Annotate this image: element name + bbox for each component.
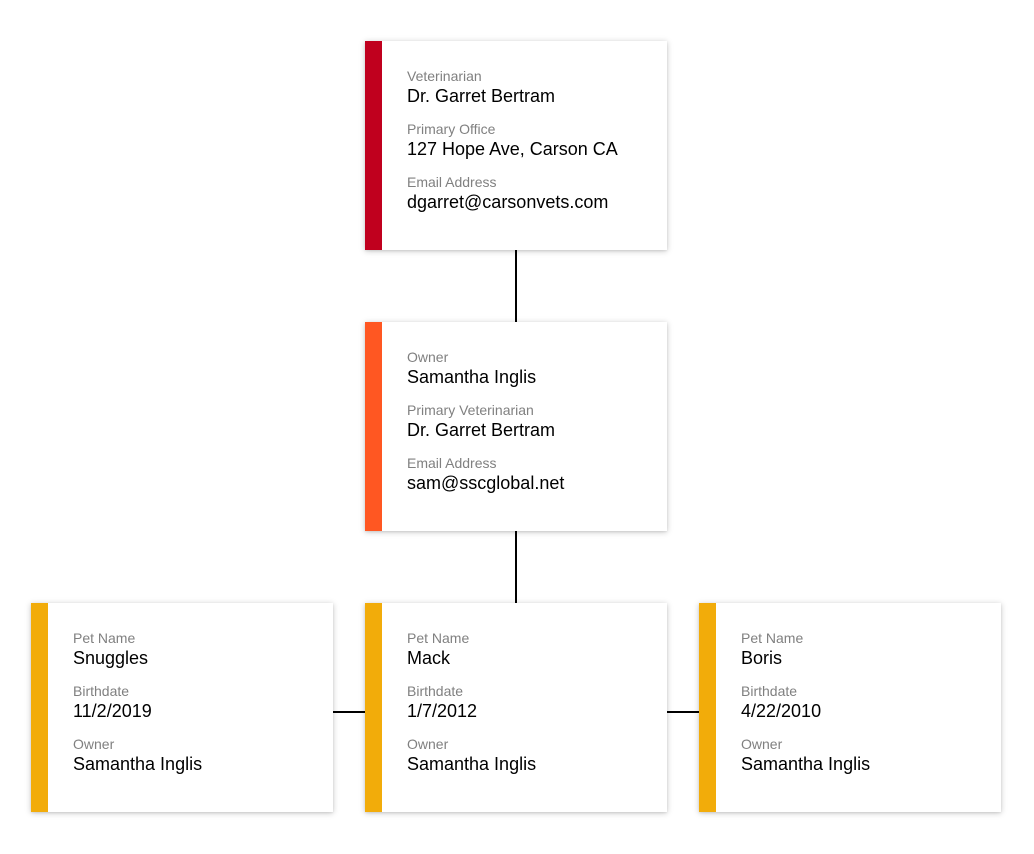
field-pet-name: Pet Name Snuggles <box>73 630 323 673</box>
field-value: dgarret@carsonvets.com <box>407 192 609 212</box>
field-owner: Owner Samantha Inglis <box>73 736 323 779</box>
field-label: Email Address <box>407 455 497 471</box>
field-label: Birthdate <box>741 683 798 699</box>
field-email: Email Address sam@sscglobal.net <box>407 455 657 498</box>
field-value: Samantha Inglis <box>741 754 871 774</box>
card-accent-bar <box>31 603 48 812</box>
field-birthdate: Birthdate 11/2/2019 <box>73 683 323 726</box>
field-primary-office: Primary Office 127 Hope Ave, Carson CA <box>407 121 657 164</box>
field-birthdate: Birthdate 4/22/2010 <box>741 683 991 726</box>
field-value: Boris <box>741 648 783 668</box>
field-value: Samantha Inglis <box>407 754 537 774</box>
pet-card-snuggles[interactable]: Pet Name Snuggles Birthdate 11/2/2019 Ow… <box>31 603 333 812</box>
field-value: Samantha Inglis <box>407 367 537 387</box>
owner-card[interactable]: Owner Samantha Inglis Primary Veterinari… <box>365 322 667 531</box>
field-label: Primary Office <box>407 121 496 137</box>
connector-owner-pets <box>515 531 517 603</box>
field-email: Email Address dgarret@carsonvets.com <box>407 174 657 217</box>
field-value: 127 Hope Ave, Carson CA <box>407 139 618 159</box>
card-accent-bar <box>699 603 716 812</box>
field-value: 11/2/2019 <box>73 701 152 721</box>
card-accent-bar <box>365 603 382 812</box>
pet-card-boris[interactable]: Pet Name Boris Birthdate 4/22/2010 Owner… <box>699 603 1001 812</box>
field-label: Owner <box>407 349 449 365</box>
field-label: Owner <box>73 736 115 752</box>
pet-card-mack[interactable]: Pet Name Mack Birthdate 1/7/2012 Owner S… <box>365 603 667 812</box>
connector-mack-boris <box>667 711 699 713</box>
field-label: Birthdate <box>407 683 464 699</box>
field-value: Samantha Inglis <box>73 754 203 774</box>
field-label: Owner <box>741 736 783 752</box>
connector-snuggles-mack <box>333 711 365 713</box>
field-label: Pet Name <box>73 630 136 646</box>
field-value: 1/7/2012 <box>407 701 478 721</box>
field-value: sam@sscglobal.net <box>407 473 565 493</box>
field-owner: Owner Samantha Inglis <box>741 736 991 779</box>
field-value: Snuggles <box>73 648 149 668</box>
veterinarian-card[interactable]: Veterinarian Dr. Garret Bertram Primary … <box>365 41 667 250</box>
field-pet-name: Pet Name Boris <box>741 630 991 673</box>
field-label: Veterinarian <box>407 68 482 84</box>
connector-vet-owner <box>515 250 517 322</box>
field-veterinarian: Veterinarian Dr. Garret Bertram <box>407 68 657 111</box>
field-label: Birthdate <box>73 683 130 699</box>
field-value: Dr. Garret Bertram <box>407 86 556 106</box>
field-owner: Owner Samantha Inglis <box>407 349 657 392</box>
field-value: Dr. Garret Bertram <box>407 420 556 440</box>
card-accent-bar <box>365 41 382 250</box>
field-label: Pet Name <box>741 630 804 646</box>
field-label: Pet Name <box>407 630 470 646</box>
field-value: 4/22/2010 <box>741 701 822 721</box>
field-label: Primary Veterinarian <box>407 402 534 418</box>
field-birthdate: Birthdate 1/7/2012 <box>407 683 657 726</box>
field-owner: Owner Samantha Inglis <box>407 736 657 779</box>
field-primary-veterinarian: Primary Veterinarian Dr. Garret Bertram <box>407 402 657 445</box>
field-pet-name: Pet Name Mack <box>407 630 657 673</box>
field-label: Owner <box>407 736 449 752</box>
card-accent-bar <box>365 322 382 531</box>
field-value: Mack <box>407 648 451 668</box>
field-label: Email Address <box>407 174 497 190</box>
